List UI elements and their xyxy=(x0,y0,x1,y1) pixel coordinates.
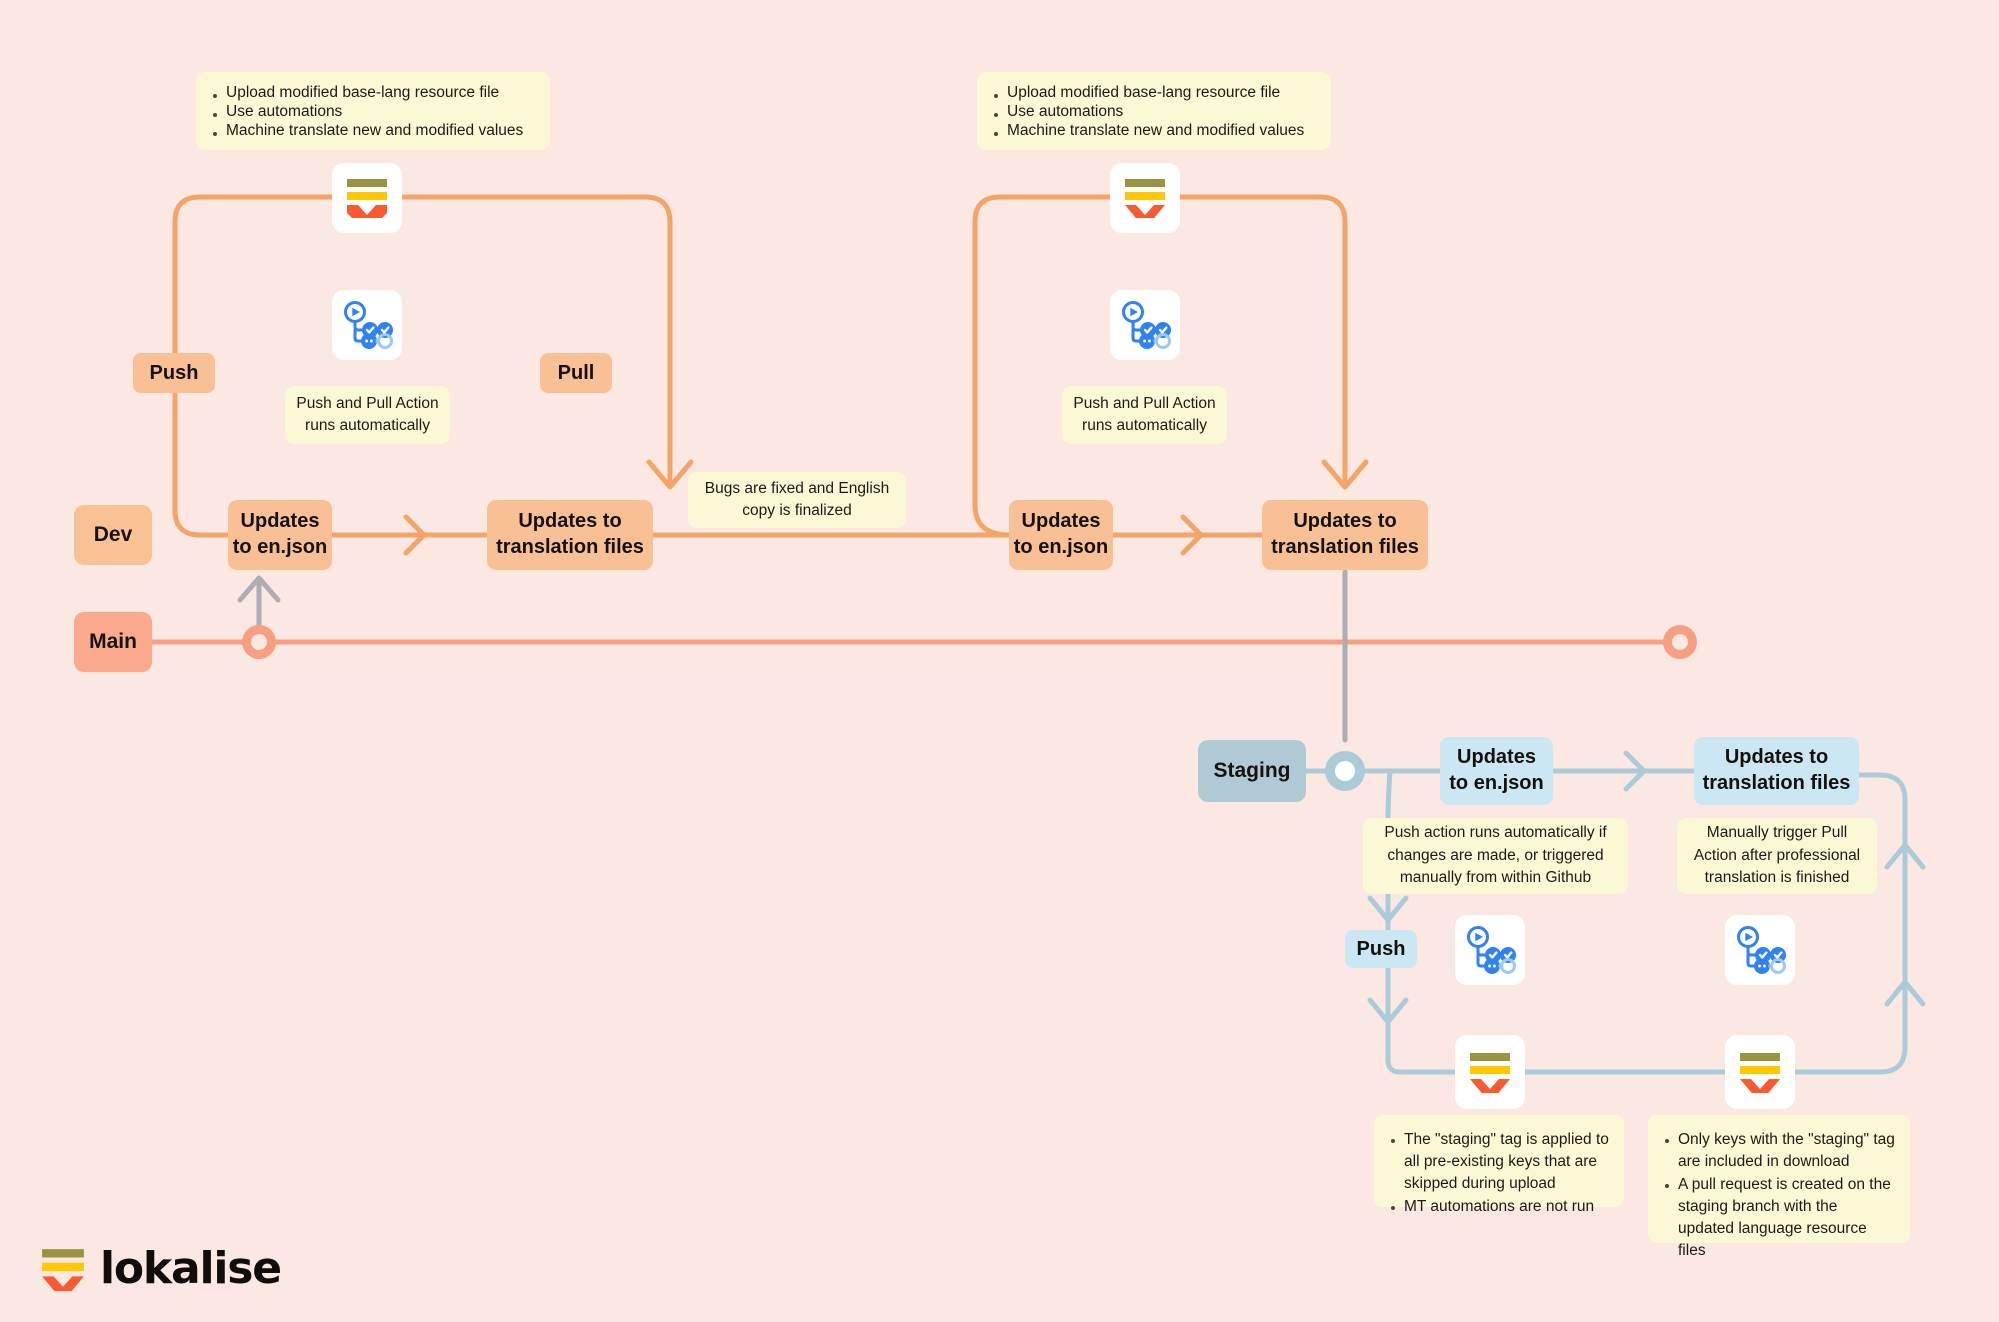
staging-upload-result-note: The "staging" tag is applied to all pre-… xyxy=(1374,1115,1624,1215)
box-line: translation files xyxy=(496,536,644,558)
box-line: Updates to xyxy=(518,510,622,533)
branch-badge-staging: Staging xyxy=(1198,740,1306,802)
box-line: translation files xyxy=(1271,536,1419,558)
branch-label-dev: Dev xyxy=(93,523,133,546)
lokalise-brand: lokalise xyxy=(40,1243,282,1294)
pill-label: Push xyxy=(149,361,199,384)
staging-pull-note: Manually trigger Pull Action after profe… xyxy=(1677,818,1877,894)
box-line: translation files xyxy=(1702,772,1851,794)
dev1-box-en-json: Updates to en.json xyxy=(228,500,332,570)
note-line: manually from within Github xyxy=(1399,869,1592,887)
dev2-actions-tile xyxy=(1110,290,1180,360)
note-line: changes are made, or triggered xyxy=(1387,846,1604,864)
dev1-box-translation-files: Updates to translation files xyxy=(487,500,653,570)
branch-badge-main: Main xyxy=(74,612,152,672)
note-item: Only keys with the "staging" tag are inc… xyxy=(1662,1129,1896,1173)
note-item: Machine translate new and modified value… xyxy=(210,122,534,140)
staging-lokalise-tile-upload xyxy=(1455,1035,1525,1109)
brand-wordmark: lokalise xyxy=(100,1243,282,1294)
dev2-lokalise-tile xyxy=(1110,163,1180,233)
note-line: Manually trigger Pull xyxy=(1706,824,1848,842)
dev2-box-translation-files: Updates to translation files xyxy=(1262,500,1428,570)
note-item: Upload modified base-lang resource file xyxy=(991,84,1315,102)
dev2-box-arrow xyxy=(1110,514,1278,556)
bugs-fixed-note: Bugs are fixed and English copy is final… xyxy=(688,472,906,528)
lokalise-logo-icon xyxy=(1740,1053,1780,1093)
box-line: Updates xyxy=(240,510,320,533)
note-line: copy is finalized xyxy=(742,502,852,519)
dev1-lokalise-tile xyxy=(332,163,402,233)
staging-branch-line xyxy=(1303,751,1443,791)
staging-lokalise-tile-download xyxy=(1725,1035,1795,1109)
github-actions-icon xyxy=(344,301,393,349)
staging-upload-result-list: The "staging" tag is applied to all pre-… xyxy=(1388,1129,1610,1218)
note-line: Push action runs automatically if xyxy=(1384,824,1607,842)
note-line: runs automatically xyxy=(305,417,430,434)
dev1-pull-loop xyxy=(567,194,694,490)
dev2-upload-note-list: Upload modified base-lang resource file … xyxy=(991,84,1315,140)
staging-push-note: Push action runs automatically if change… xyxy=(1363,818,1628,894)
note-item: Use automations xyxy=(991,103,1315,121)
branch-badge-dev: Dev xyxy=(74,505,152,565)
box-line: to en.json xyxy=(1013,536,1109,558)
pill-label: Pull xyxy=(557,361,595,384)
note-line: Action after professional xyxy=(1693,846,1861,864)
dev2-action-note: Push and Pull Action runs automatically xyxy=(1062,386,1227,444)
note-item: Machine translate new and modified value… xyxy=(991,122,1315,140)
note-item: Upload modified base-lang resource file xyxy=(210,84,534,102)
box-line: Updates to xyxy=(1724,746,1829,769)
dev2-box-en-json: Updates to en.json xyxy=(1009,500,1113,570)
staging-push-branch xyxy=(1367,768,1458,1075)
pill-label: Push xyxy=(1356,937,1406,960)
dev2-push-loop xyxy=(972,194,1143,538)
staging-box-en-json: Updates to en.json xyxy=(1440,737,1553,805)
box-line: Updates xyxy=(1457,746,1536,769)
lokalise-logo-icon xyxy=(1125,179,1165,218)
note-item: The "staging" tag is applied to all pre-… xyxy=(1388,1129,1610,1195)
main-branch-line xyxy=(149,625,1697,659)
box-line: to en.json xyxy=(1449,772,1544,794)
note-line: Push and Pull Action xyxy=(1073,395,1216,413)
dev1-action-note: Push and Pull Action runs automatically xyxy=(285,386,450,444)
main-to-dev-arrow xyxy=(237,575,281,645)
staging-actions-tile-pull xyxy=(1725,915,1795,985)
note-line: runs automatically xyxy=(1082,417,1207,434)
dev1-upload-note-list: Upload modified base-lang resource file … xyxy=(210,84,534,140)
box-line: Updates to xyxy=(1293,510,1397,533)
dev1-actions-tile xyxy=(332,290,402,360)
box-line: to en.json xyxy=(232,536,328,558)
github-actions-icon xyxy=(1737,926,1786,974)
dev1-push-loop xyxy=(172,194,573,538)
lokalise-logo-icon xyxy=(347,179,387,218)
dev2-upload-note: Upload modified base-lang resource file … xyxy=(977,72,1331,150)
staging-actions-tile-push xyxy=(1455,915,1525,985)
staging-download-result-list: Only keys with the "staging" tag are inc… xyxy=(1662,1129,1896,1262)
github-actions-icon xyxy=(1467,926,1516,974)
dev1-push-pill: Push xyxy=(133,353,215,393)
staging-box-arrow xyxy=(1550,750,1703,792)
note-item: MT automations are not run xyxy=(1388,1196,1610,1218)
branch-label-staging: Staging xyxy=(1213,759,1291,782)
note-line: Bugs are fixed and English xyxy=(704,480,890,498)
note-line: Push and Pull Action xyxy=(296,395,439,413)
dev1-pull-pill: Pull xyxy=(540,353,612,393)
dev1-upload-note: Upload modified base-lang resource file … xyxy=(196,72,550,150)
staging-box-translation-files: Updates to translation files xyxy=(1694,737,1859,805)
note-item: Use automations xyxy=(210,103,534,121)
lokalise-logo-icon xyxy=(1470,1053,1510,1093)
staging-download-result-note: Only keys with the "staging" tag are inc… xyxy=(1648,1115,1910,1259)
github-actions-icon xyxy=(1122,301,1171,349)
lokalise-logo-icon xyxy=(42,1248,84,1291)
box-line: Updates xyxy=(1021,510,1101,533)
staging-push-pill: Push xyxy=(1345,930,1417,968)
note-line: translation is finished xyxy=(1704,869,1850,887)
note-item: A pull request is created on the staging… xyxy=(1662,1174,1896,1262)
branch-label-main: Main xyxy=(89,630,137,653)
